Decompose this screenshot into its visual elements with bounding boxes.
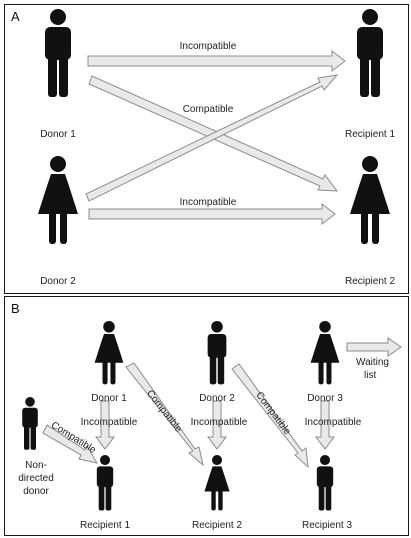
donor1-man-icon [45,9,71,97]
donor1-recipient2-compatible-label: Compatible [144,388,184,435]
panel-a-canvas: Donor 1 Recipient 1 Donor 2 Recipient 2 … [38,9,395,287]
recipient2-woman-icon [204,455,230,511]
panel-a-recipient1-label: Recipient 1 [345,129,395,140]
panel-a: Donor 1 Recipient 1 Donor 2 Recipient 2 … [4,4,409,294]
panel-b-label: B [11,301,20,316]
panel-a-donor2-label: Donor 2 [40,276,76,287]
arrow-donor3-recipient3 [315,400,335,450]
arrow-donor3-waiting-list [346,337,402,357]
donor2-recipient3-compatible-label: Compatible [253,390,292,437]
ndd-label-line2: directed [18,473,54,484]
donor2-incompatible-label: Incompatible [191,417,248,428]
arrow-ndd-recipient1 [42,424,99,464]
panel-a-recipient2-label: Recipient 2 [345,276,395,287]
waiting-list-line1: Waiting [356,357,389,368]
panel-a-donor1-label: Donor 1 [40,129,76,140]
ndd-label-line3: donor [23,486,49,497]
panel-a-label: A [11,9,20,24]
panel-b-donor3-label: Donor 3 [307,393,343,404]
recipient3-man-icon [316,455,334,511]
panel-b-donor1-label: Donor 1 [91,393,127,404]
arrow-donor1-recipient1 [87,49,346,73]
arrow-donor2-recipient3 [231,363,309,469]
arrow-bottom-label: Incompatible [180,197,237,208]
panel-b-recipient1-label: Recipient 1 [80,520,130,531]
donor3-incompatible-label: Incompatible [305,417,362,428]
panel-b-donor2-label: Donor 2 [199,393,235,404]
arrow-donor2-recipient2 [88,202,336,226]
arrow-cross-label: Compatible [183,104,234,115]
panel-b: Donor 1 Donor 2 Donor 3 Incompatible Inc… [4,296,409,536]
arrow-top-label: Incompatible [180,41,237,52]
recipient1-man-icon [96,455,114,511]
arrow-donor1-recipient1 [95,400,115,450]
arrow-donor2-recipient2 [207,400,227,450]
arrow-donor2-recipient1 [85,74,339,202]
recipient1-man-icon [357,9,383,97]
waiting-list-line2: list [364,370,376,381]
donor2-woman-icon [38,156,78,244]
donor1-incompatible-label: Incompatible [81,417,138,428]
donor3-woman-icon [310,321,340,385]
panel-b-canvas: Donor 1 Donor 2 Donor 3 Incompatible Inc… [18,321,402,531]
recipient2-woman-icon [350,156,390,244]
panel-b-recipient2-label: Recipient 2 [192,520,242,531]
ndd-label-line1: Non- [25,460,47,471]
panel-b-recipient3-label: Recipient 3 [302,520,352,531]
donor1-woman-icon [94,321,124,385]
non-directed-donor-man-icon [22,397,38,450]
arrow-donor1-recipient2 [125,362,204,467]
donor2-man-icon [207,321,227,385]
